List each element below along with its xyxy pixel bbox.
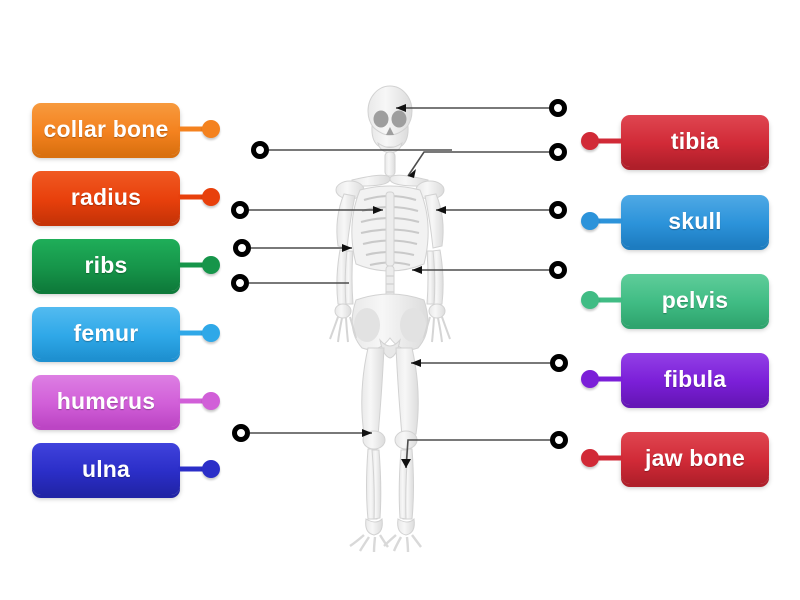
label-chip-text: skull [668,207,722,234]
chip-connector-bar [595,376,623,382]
chip-connector-handle[interactable] [581,291,623,309]
label-chip-text: femur [73,319,139,346]
label-chip-humerus[interactable]: humerus [32,375,220,427]
chip-connector-handle[interactable] [581,449,623,467]
chip-connector-bar [178,126,206,132]
chip-connector-dot [581,291,599,309]
chip-connector-handle[interactable] [581,132,623,150]
chip-connector-dot [202,120,220,138]
label-chip-text: ulna [81,455,131,482]
chip-connector-dot [202,460,220,478]
chip-connector-dot [581,212,599,230]
label-chip-femur[interactable]: femur [32,307,220,359]
chip-connector-bar [178,262,206,268]
label-chip-text: collar bone [43,115,169,142]
chip-connector-dot [202,256,220,274]
chip-connector-dot [202,324,220,342]
chip-connector-handle[interactable] [178,188,220,206]
chip-connector-handle[interactable] [178,120,220,138]
label-chip-text: pelvis [661,286,729,313]
chip-connector-bar [595,455,623,461]
chip-connector-dot [581,370,599,388]
chip-connector-handle[interactable] [178,256,220,274]
label-chip-text: fibula [663,365,727,392]
label-chip-skull[interactable]: skull [581,195,769,247]
chip-connector-handle[interactable] [178,324,220,342]
chip-connector-handle[interactable] [581,370,623,388]
chip-connector-bar [595,138,623,144]
chip-connector-dot [581,132,599,150]
label-chip-ulna[interactable]: ulna [32,443,220,495]
chip-connector-dot [581,449,599,467]
label-chip-text: humerus [56,387,156,414]
chip-connector-handle[interactable] [178,392,220,410]
label-chip-fibula[interactable]: fibula [581,353,769,405]
chip-connector-handle[interactable] [178,460,220,478]
label-chip-pelvis[interactable]: pelvis [581,274,769,326]
label-chip-tibia[interactable]: tibia [581,115,769,167]
label-chip-jaw-bone[interactable]: jaw bone [581,432,769,484]
chip-connector-dot [202,392,220,410]
chip-connector-bar [178,194,206,200]
chip-connector-bar [178,398,206,404]
label-chip-text: jaw bone [644,444,745,471]
chip-connector-bar [595,297,623,303]
chip-connector-dot [202,188,220,206]
label-chip-text: tibia [670,127,720,154]
label-chip-text: radius [70,183,142,210]
label-chip-ribs[interactable]: ribs [32,239,220,291]
label-chip-radius[interactable]: radius [32,171,220,223]
chip-connector-bar [595,218,623,224]
label-chip-text: ribs [84,251,128,278]
label-chip-collar-bone[interactable]: collar bone [32,103,220,155]
chip-connector-handle[interactable] [581,212,623,230]
chip-connector-bar [178,466,206,472]
chip-connector-bar [178,330,206,336]
